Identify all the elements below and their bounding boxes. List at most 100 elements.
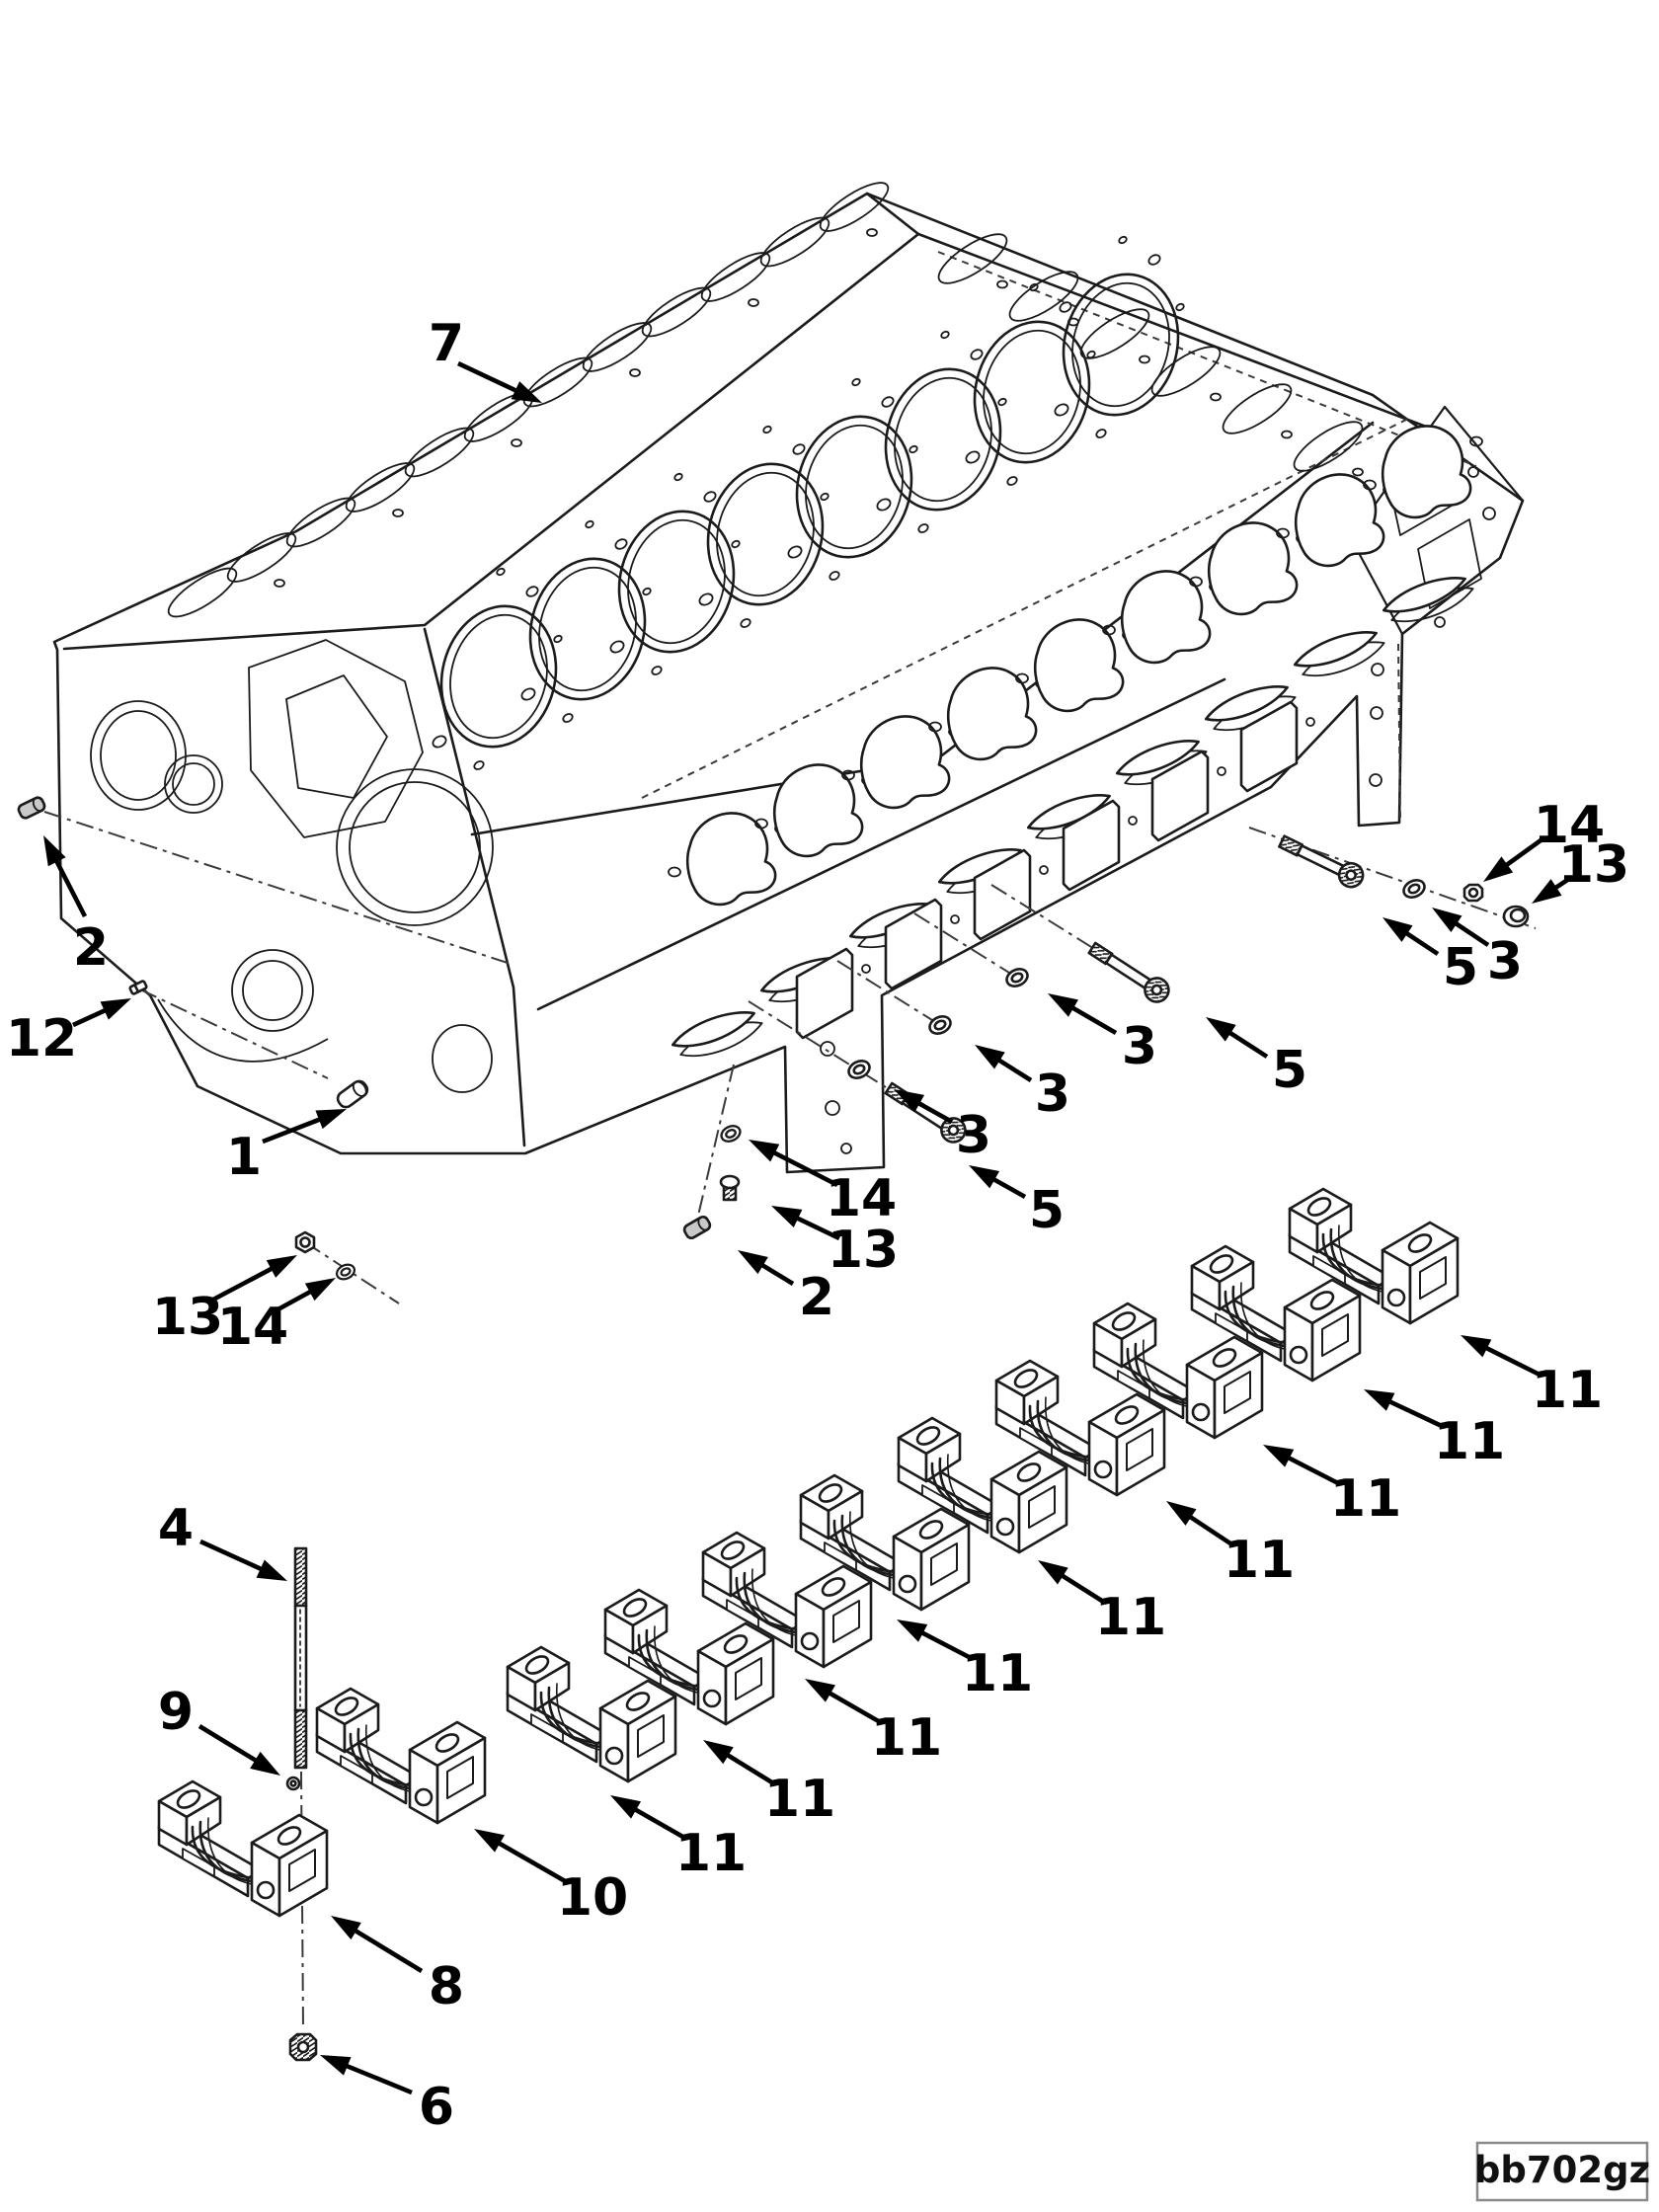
callout-leader [916, 1628, 975, 1662]
callout-number: 14 [1534, 796, 1605, 855]
nut-14-right [1462, 883, 1484, 903]
callout-number: 5 [1443, 938, 1478, 997]
callout-leader [791, 1214, 840, 1241]
callout-4: 4 [158, 1499, 287, 1581]
callout-10: 10 [474, 1829, 628, 1928]
callout-arrowhead [805, 1679, 835, 1702]
engine-block-drawing [52, 182, 1525, 1174]
callout-arrowhead [969, 1165, 1000, 1189]
callout-5: 5 [1206, 1017, 1307, 1100]
callout-arrowhead [266, 1255, 297, 1278]
callout-number: 11 [1095, 1588, 1166, 1647]
plug-13-right [1502, 905, 1530, 928]
callout-arrowhead [315, 1109, 347, 1130]
callout-arrowhead [1532, 879, 1562, 904]
callout-number: 14 [826, 1169, 897, 1228]
callout-number: 3 [1487, 932, 1523, 991]
callout-13: 13 [771, 1206, 899, 1280]
callout-leader [824, 1689, 884, 1725]
callout-arrowhead [703, 1740, 734, 1765]
figure-code: bb702gz [1474, 2141, 1650, 2202]
plug-1 [336, 1079, 369, 1109]
callout-leader [350, 1926, 424, 1973]
callout-number: 5 [1029, 1181, 1065, 1240]
nut-6 [288, 2032, 318, 2062]
callout-arrowhead [43, 835, 66, 867]
callout-arrowhead [749, 1140, 780, 1162]
callout-arrowhead [304, 1278, 336, 1302]
callout-leader [51, 855, 88, 918]
callout-leader [198, 1724, 262, 1766]
callout-leader [722, 1750, 777, 1786]
callout-arrowhead [1461, 1335, 1492, 1358]
figure-code-box [1475, 2141, 1649, 2202]
callout-11: 11 [1263, 1445, 1401, 1529]
callout-11: 11 [805, 1679, 942, 1768]
callout-leader [756, 1260, 795, 1286]
callout-number: 3 [1122, 1017, 1157, 1076]
callout-7: 7 [429, 314, 542, 403]
callout-11: 11 [1461, 1335, 1603, 1420]
callout-leader [1400, 928, 1440, 956]
callout-leader [341, 2061, 413, 2095]
callout-arrowhead [1263, 1445, 1295, 1467]
callout-number: 2 [73, 918, 109, 978]
callout-number: 11 [1532, 1361, 1603, 1420]
callout-arrowhead [897, 1620, 928, 1642]
callout-arrowhead [738, 1250, 768, 1275]
callout-arrowhead [1038, 1560, 1068, 1585]
callout-3: 3 [1432, 908, 1523, 991]
callout-number: 11 [675, 1824, 747, 1883]
callout-leader [629, 1804, 688, 1841]
callout-number: 6 [419, 2078, 454, 2137]
callout-number: 3 [1035, 1065, 1070, 1124]
callout-number: 13 [1558, 835, 1629, 895]
callout-arrowhead [331, 1916, 361, 1940]
callout-5: 5 [1382, 917, 1478, 997]
callout-8: 8 [331, 1916, 464, 2016]
callout-11: 11 [1038, 1560, 1166, 1647]
callout-leader [1066, 1003, 1118, 1035]
callout-arrowhead [1382, 917, 1413, 942]
callout-arrowhead [1206, 1017, 1236, 1042]
callout-arrowhead [1048, 993, 1078, 1017]
callout-number: 11 [1330, 1469, 1401, 1529]
deck-strip-slots [167, 182, 890, 618]
callout-leader [262, 1115, 326, 1145]
callout-arrowhead [610, 1795, 642, 1819]
centerlines [43, 811, 1537, 2029]
callout-3: 3 [894, 1089, 991, 1165]
callout-14: 14 [749, 1140, 897, 1228]
callout-number: 11 [1224, 1531, 1295, 1590]
callout-14: 14 [1483, 796, 1605, 882]
callout-number: 1 [226, 1128, 262, 1187]
callout-arrowhead [1432, 908, 1462, 932]
callout-leader [1283, 1453, 1342, 1487]
cam-follower-openings [668, 425, 1483, 907]
callout-leader [1383, 1397, 1445, 1430]
callout-leader [993, 1055, 1033, 1082]
callout-leader [493, 1838, 569, 1884]
callout-number: 4 [158, 1499, 194, 1558]
small-drillings [432, 235, 1315, 974]
callout-2: 2 [738, 1250, 834, 1327]
callout-number: 5 [1272, 1041, 1307, 1100]
callout-arrowhead [100, 998, 131, 1020]
callout-arrowhead [1483, 856, 1514, 882]
callout-5: 5 [969, 1165, 1065, 1240]
callout-number: 7 [429, 314, 464, 373]
callout-9: 9 [158, 1683, 280, 1776]
callout-arrowhead [894, 1089, 925, 1113]
callout-11: 11 [897, 1620, 1033, 1703]
callout-arrowhead [975, 1045, 1005, 1069]
callout-leader [768, 1147, 839, 1188]
callout-number: 13 [828, 1221, 899, 1280]
callout-14: 14 [217, 1278, 336, 1357]
callout-2: 2 [43, 835, 109, 978]
callout-number: 13 [152, 1288, 223, 1347]
callout-leader [912, 1098, 954, 1125]
callout-leader [1057, 1570, 1107, 1605]
